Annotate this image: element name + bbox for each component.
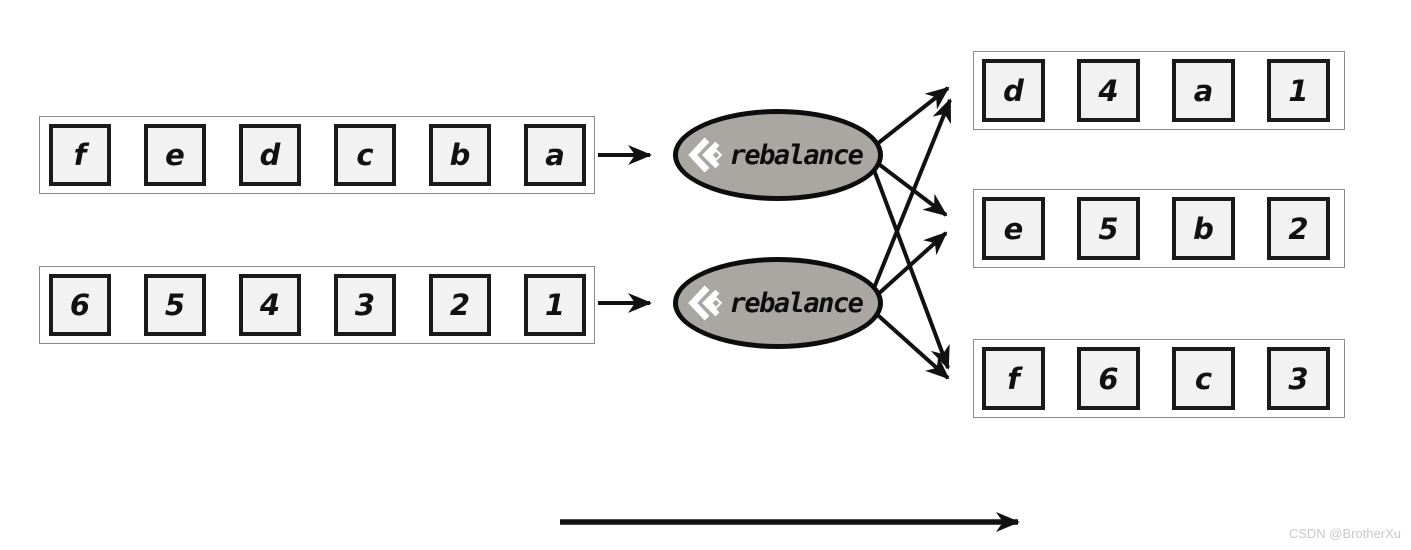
watermark-text: CSDN @BrotherXu bbox=[1288, 526, 1401, 541]
stream-element: 6 bbox=[49, 274, 111, 336]
arrow-rebalance2-to-output3 bbox=[870, 308, 950, 380]
rebalance-operator-2: rebalance bbox=[673, 257, 883, 349]
arrow-rebalance2-to-output2 bbox=[874, 231, 948, 298]
stream-element: 4 bbox=[239, 274, 301, 336]
stream-element: d bbox=[982, 59, 1045, 122]
stream-element: 2 bbox=[429, 274, 491, 336]
stream-element: 5 bbox=[144, 274, 206, 336]
stream-element: a bbox=[1172, 59, 1235, 122]
double-chevron-diamond-icon bbox=[687, 137, 722, 173]
input-stream-2: 6 5 4 3 2 1 bbox=[39, 266, 595, 344]
arrow-rebalance1-to-output3 bbox=[872, 169, 950, 370]
stream-element: 6 bbox=[1077, 347, 1140, 410]
stream-element: b bbox=[1172, 197, 1235, 260]
stream-element: f bbox=[49, 124, 111, 186]
stream-element: 3 bbox=[334, 274, 396, 336]
arrow-rebalance2-to-output1 bbox=[872, 98, 952, 289]
stream-element: 4 bbox=[1077, 59, 1140, 122]
arrow-rebalance1-to-output2 bbox=[874, 160, 948, 217]
stream-element: 1 bbox=[524, 274, 586, 336]
stream-element: e bbox=[144, 124, 206, 186]
operator-label: rebalance bbox=[729, 287, 864, 319]
rebalance-operator-1: rebalance bbox=[673, 109, 883, 201]
arrow-rebalance1-to-output1 bbox=[870, 86, 950, 150]
output-stream-2: e 5 b 2 bbox=[973, 189, 1345, 268]
stream-element: f bbox=[982, 347, 1045, 410]
output-stream-1: d 4 a 1 bbox=[973, 51, 1345, 130]
stream-element: 5 bbox=[1077, 197, 1140, 260]
input-stream-1: f e d c b a bbox=[39, 116, 595, 194]
stream-element: b bbox=[429, 124, 491, 186]
stream-element: 3 bbox=[1267, 347, 1330, 410]
stream-element: e bbox=[982, 197, 1045, 260]
stream-element: c bbox=[1172, 347, 1235, 410]
stream-element: a bbox=[524, 124, 586, 186]
double-chevron-diamond-icon bbox=[687, 285, 722, 321]
operator-label: rebalance bbox=[729, 139, 864, 171]
stream-element: d bbox=[239, 124, 301, 186]
output-stream-3: f 6 c 3 bbox=[973, 339, 1345, 418]
stream-element: 1 bbox=[1267, 59, 1330, 122]
stream-element: c bbox=[334, 124, 396, 186]
stream-element: 2 bbox=[1267, 197, 1330, 260]
